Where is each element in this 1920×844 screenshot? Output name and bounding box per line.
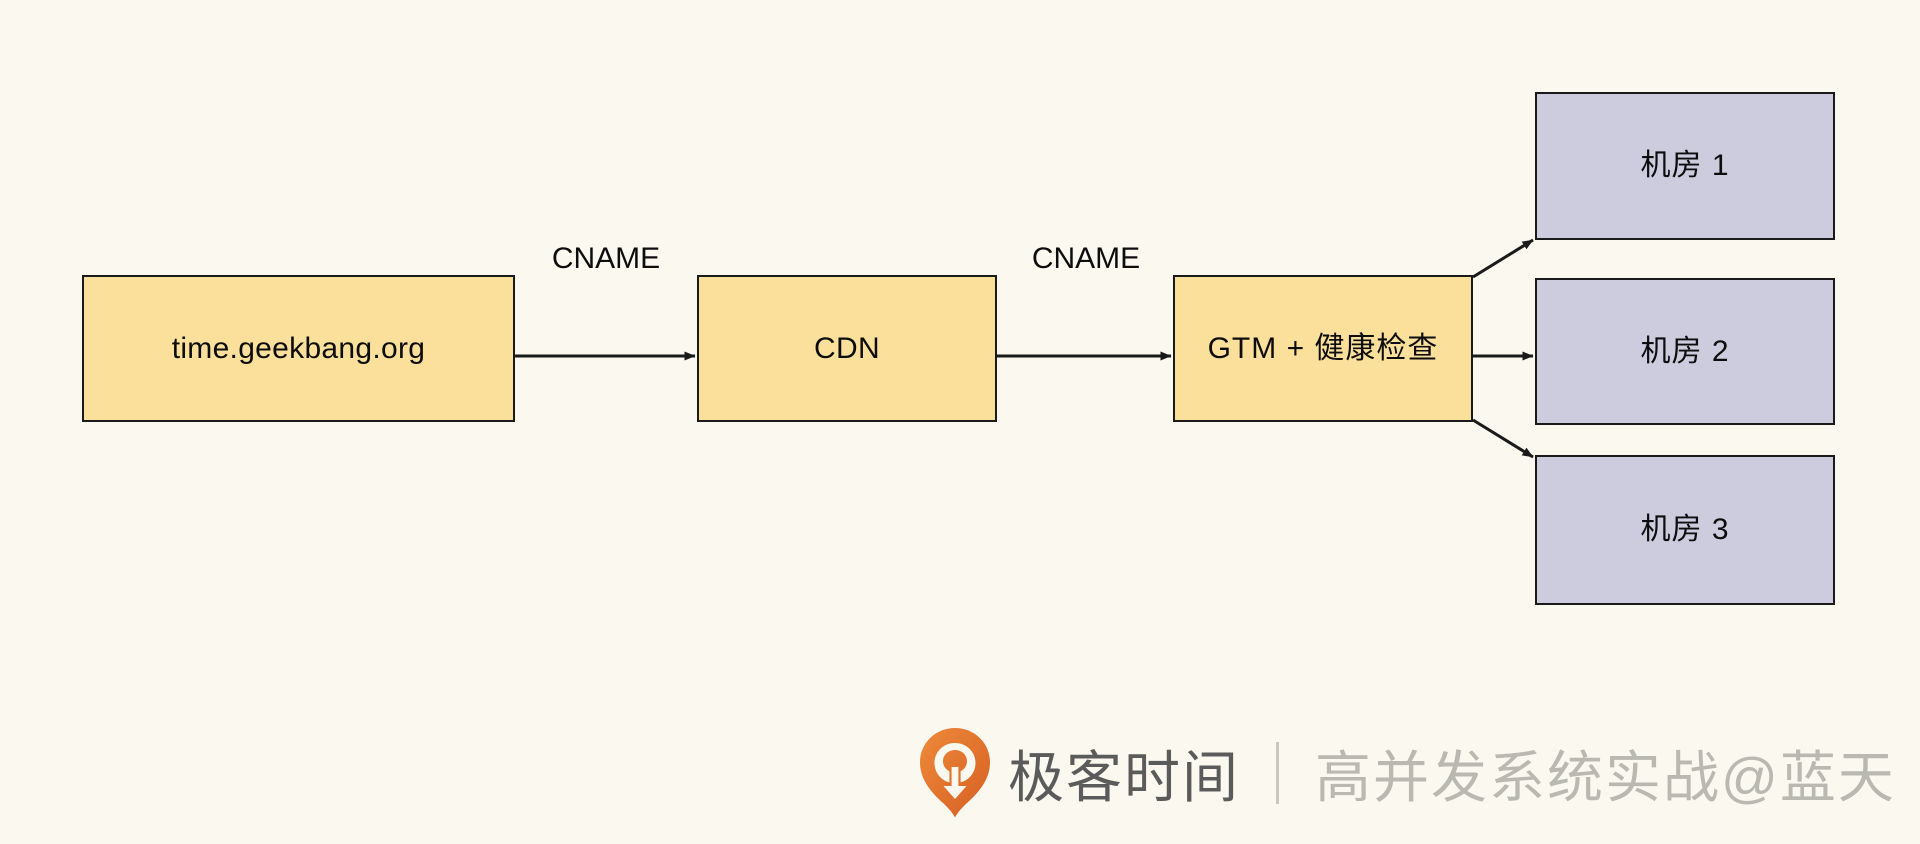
node-datacenter-1[interactable]: 机房 1: [1535, 92, 1835, 240]
geekbang-pin-logo-icon: [920, 728, 990, 818]
node-datacenter-1-label: 机房 1: [1640, 149, 1730, 182]
node-gtm[interactable]: GTM + 健康检查: [1173, 275, 1473, 422]
node-datacenter-2[interactable]: 机房 2: [1535, 278, 1835, 425]
node-datacenter-3-label: 机房 3: [1640, 513, 1730, 546]
node-datacenter-2-label: 机房 2: [1640, 334, 1730, 368]
watermark-brand: 极客时间: [1008, 745, 1240, 809]
watermark-subtitle: 高并发系统实战@蓝天: [1315, 745, 1896, 809]
edge-e3: [1472, 238, 1534, 279]
edge-e5: [1472, 418, 1534, 459]
edge-label-cname-1: CNAME: [551, 242, 661, 275]
watermark: 极客时间 高并发系统实战@蓝天: [918, 718, 1896, 828]
node-domain[interactable]: time.geekbang.org: [82, 275, 515, 422]
node-datacenter-3[interactable]: 机房 3: [1535, 455, 1835, 605]
node-gtm-label: GTM + 健康检查: [1207, 331, 1439, 365]
node-domain-label: time.geekbang.org: [171, 331, 426, 365]
node-cdn-label: CDN: [814, 331, 880, 365]
node-cdn[interactable]: CDN: [697, 275, 997, 422]
watermark-divider: [1276, 742, 1279, 804]
edge-label-cname-2: CNAME: [1031, 242, 1141, 275]
